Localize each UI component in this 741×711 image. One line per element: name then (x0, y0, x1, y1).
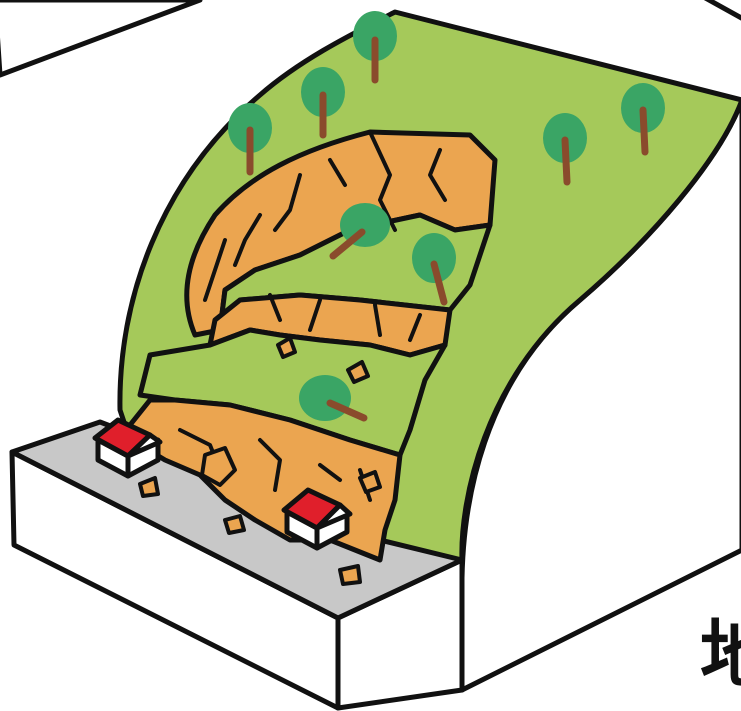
caption-text: 地 (700, 618, 741, 692)
neighbor-block-right (700, 0, 741, 20)
neighbor-block (0, 0, 200, 75)
